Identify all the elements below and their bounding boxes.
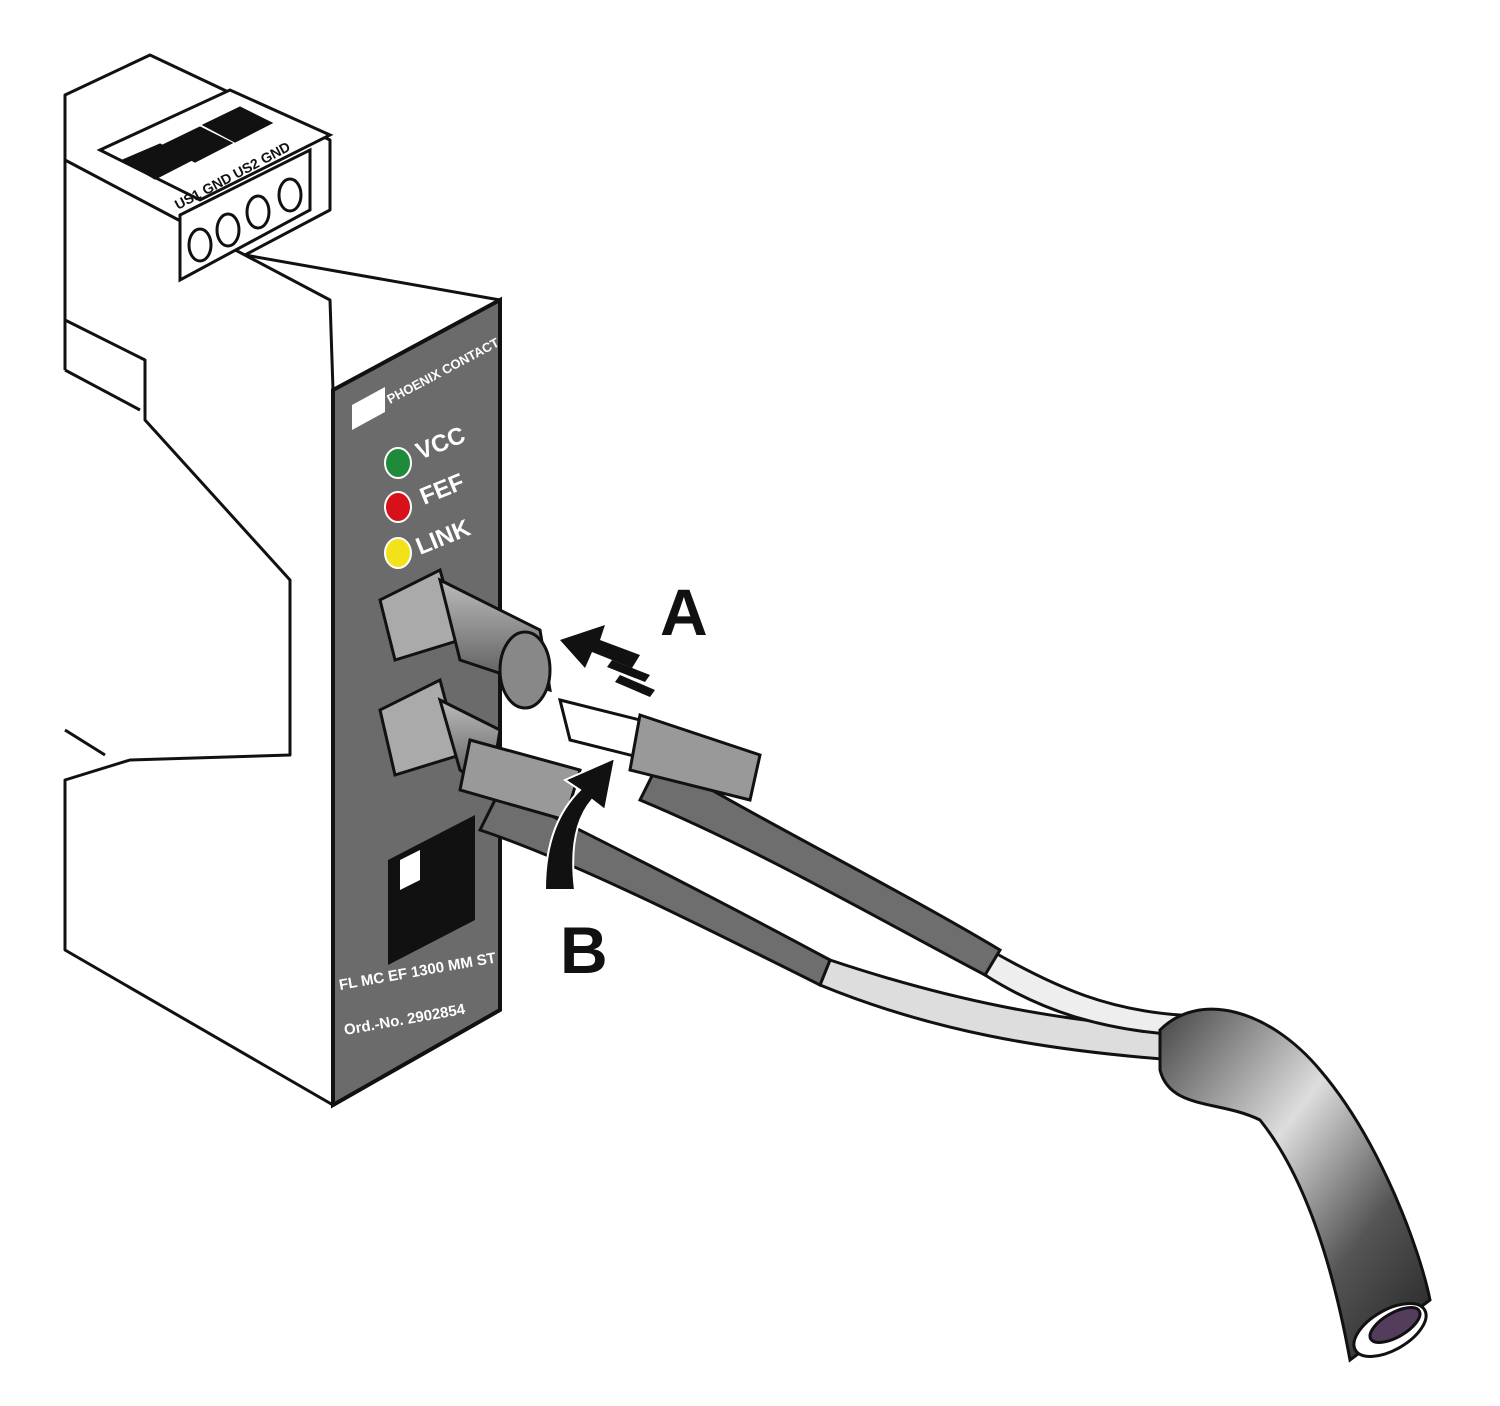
rj45-port xyxy=(388,815,475,965)
st-plug-a xyxy=(557,697,762,802)
arrow-a-icon xyxy=(560,625,655,697)
phoenix-logo-mark-icon xyxy=(352,387,385,430)
led-fef-icon xyxy=(384,491,412,523)
led-vcc-icon xyxy=(384,447,412,479)
st-port-upper xyxy=(378,567,552,710)
terminal-block: US1 GND US2 GND xyxy=(96,88,334,283)
fiber-cables xyxy=(477,757,1432,1363)
callout-b: B xyxy=(560,913,608,987)
callout-a: A xyxy=(660,575,708,649)
arrow-b-icon xyxy=(543,756,617,891)
led-link-icon xyxy=(384,537,412,569)
